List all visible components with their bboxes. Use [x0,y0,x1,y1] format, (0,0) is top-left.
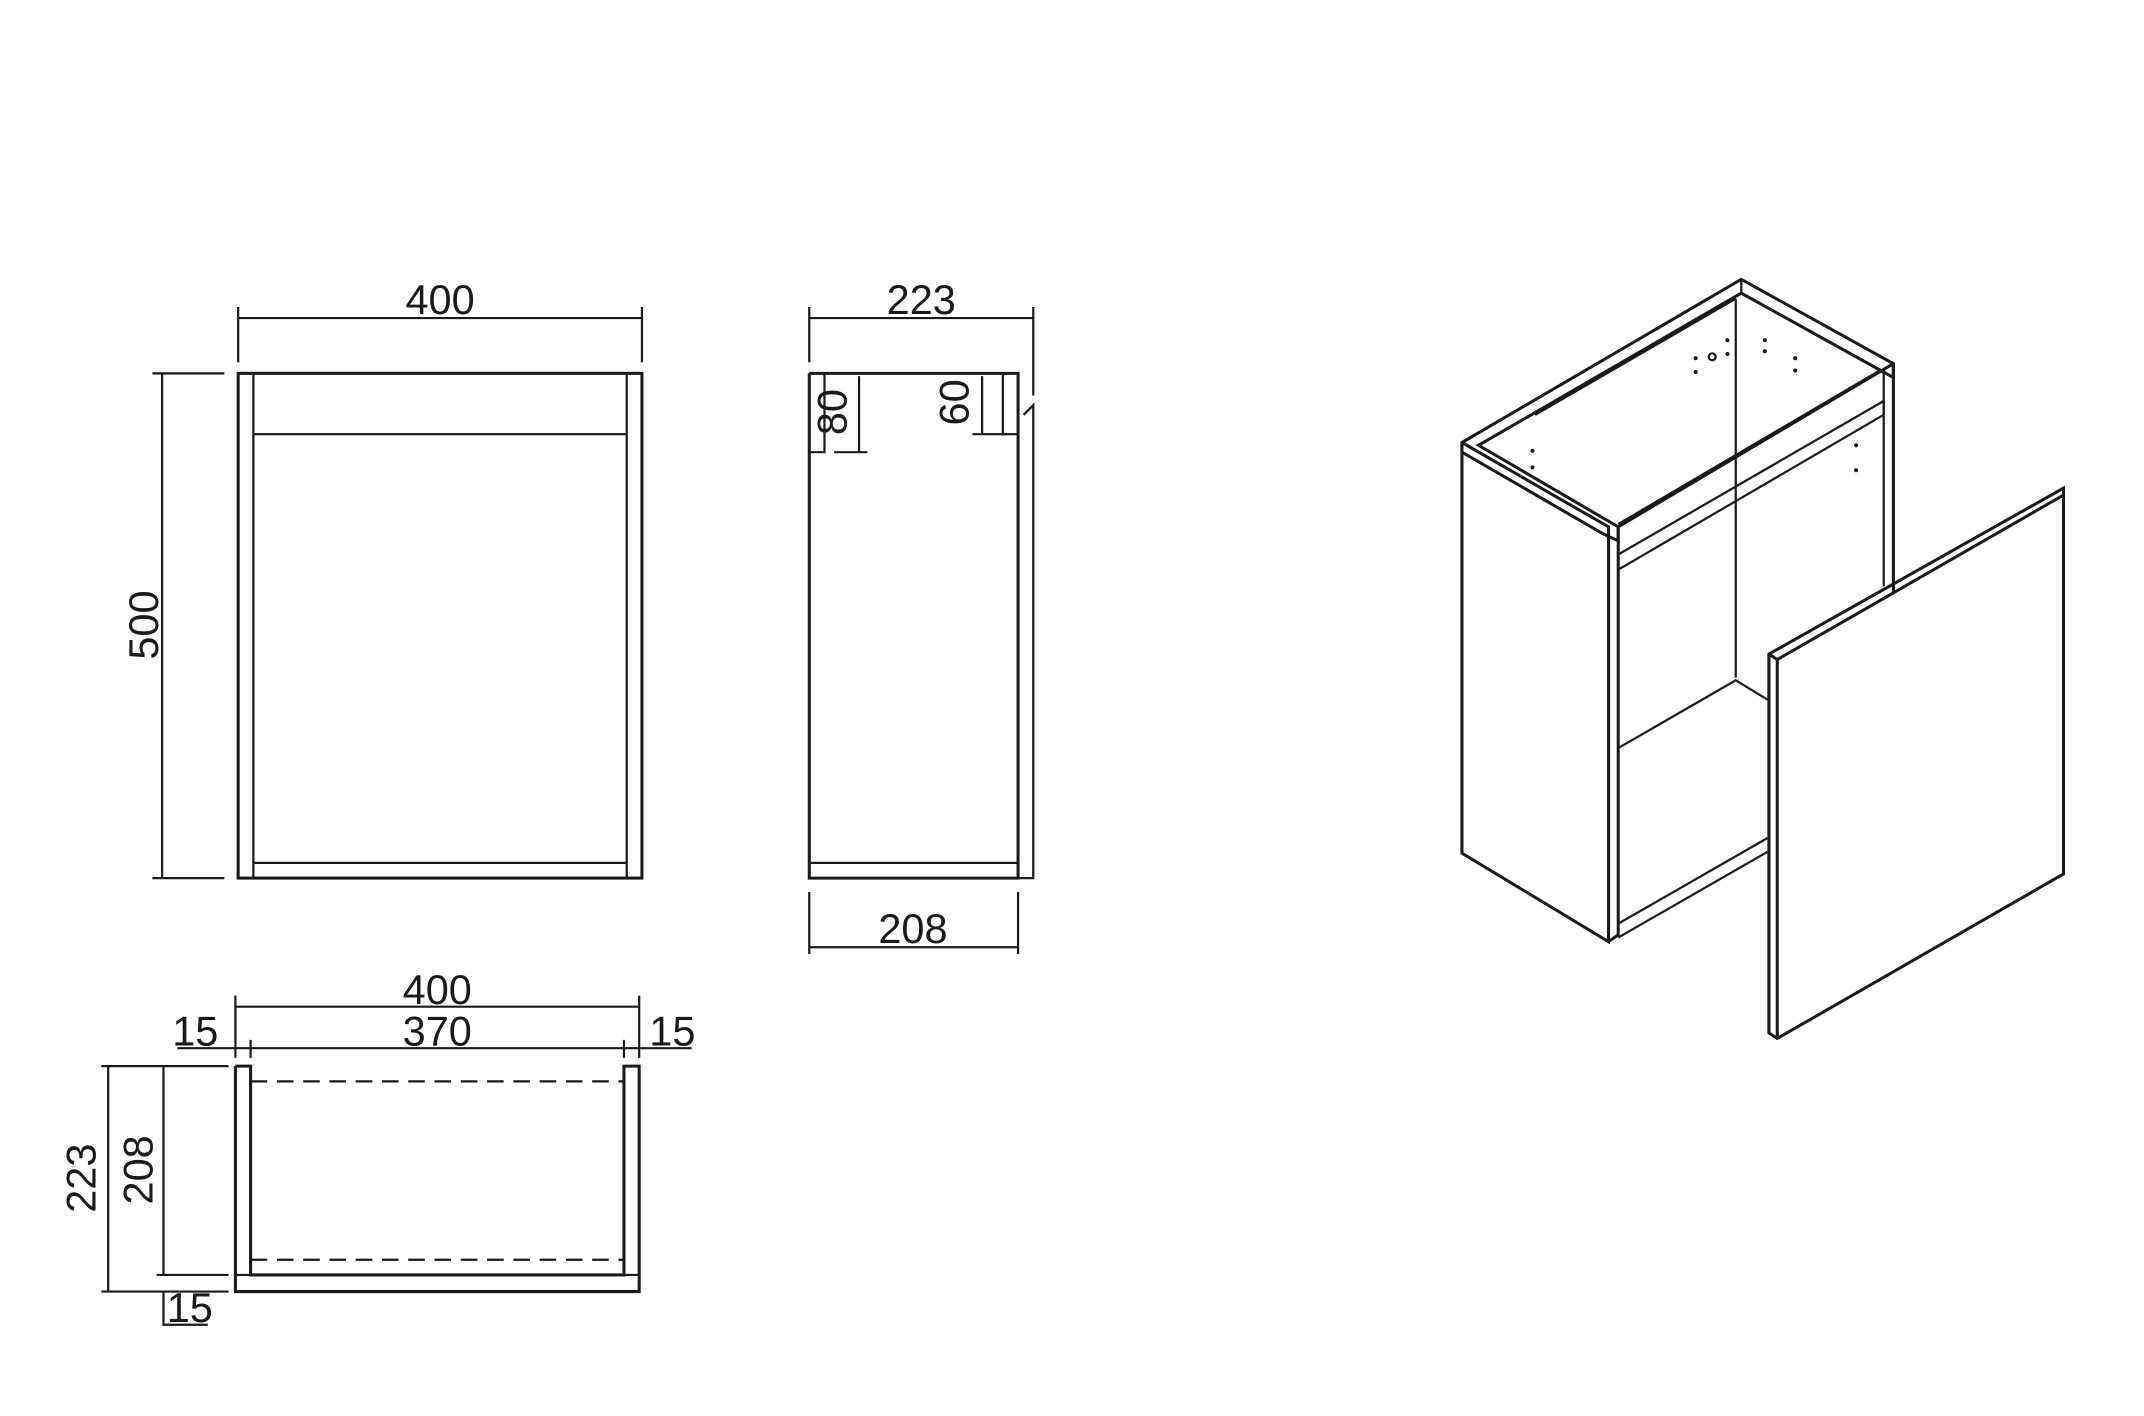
plan-inner-width-label: 370 [403,1007,472,1054]
front-width-dimension: 400 [237,276,644,363]
plan-depth-dimension: 223 [58,1065,229,1293]
front-rail-label: 80 [809,389,856,435]
side-bottom-depth-dimension: 208 [808,891,1020,955]
side-top-depth-dimension: 223 [808,276,1035,396]
plan-back-panel-label: 15 [167,1284,213,1331]
side-view [807,371,1035,880]
plan-view [233,1064,641,1294]
plan-width-dimension: 400 [234,966,641,1058]
plan-inner-depth-label: 208 [114,1135,161,1204]
front-rail-dimension: 80 [809,376,868,454]
plan-left-panel-label: 15 [172,1007,218,1054]
plan-back-panel-dimension: 15 [162,1284,213,1331]
front-width-label: 400 [405,276,474,323]
back-rail-dimension: 60 [930,376,1008,436]
side-top-depth-label: 223 [887,276,956,323]
side-bottom-depth-label: 208 [878,905,947,952]
plan-right-panel-label: 15 [649,1007,695,1054]
front-height-dimension: 500 [120,372,225,880]
plan-width-label: 400 [403,966,472,1013]
plan-inner-depth-dimension: 208 [114,1066,229,1277]
front-height-label: 500 [120,590,167,659]
plan-inner-width-dimension: 370 15 15 [172,1007,695,1058]
back-rail-label: 60 [930,379,977,425]
plan-depth-label: 223 [58,1144,105,1213]
isometric-view [1460,277,1895,945]
isometric-door [1767,485,2065,1041]
front-view [236,371,644,880]
